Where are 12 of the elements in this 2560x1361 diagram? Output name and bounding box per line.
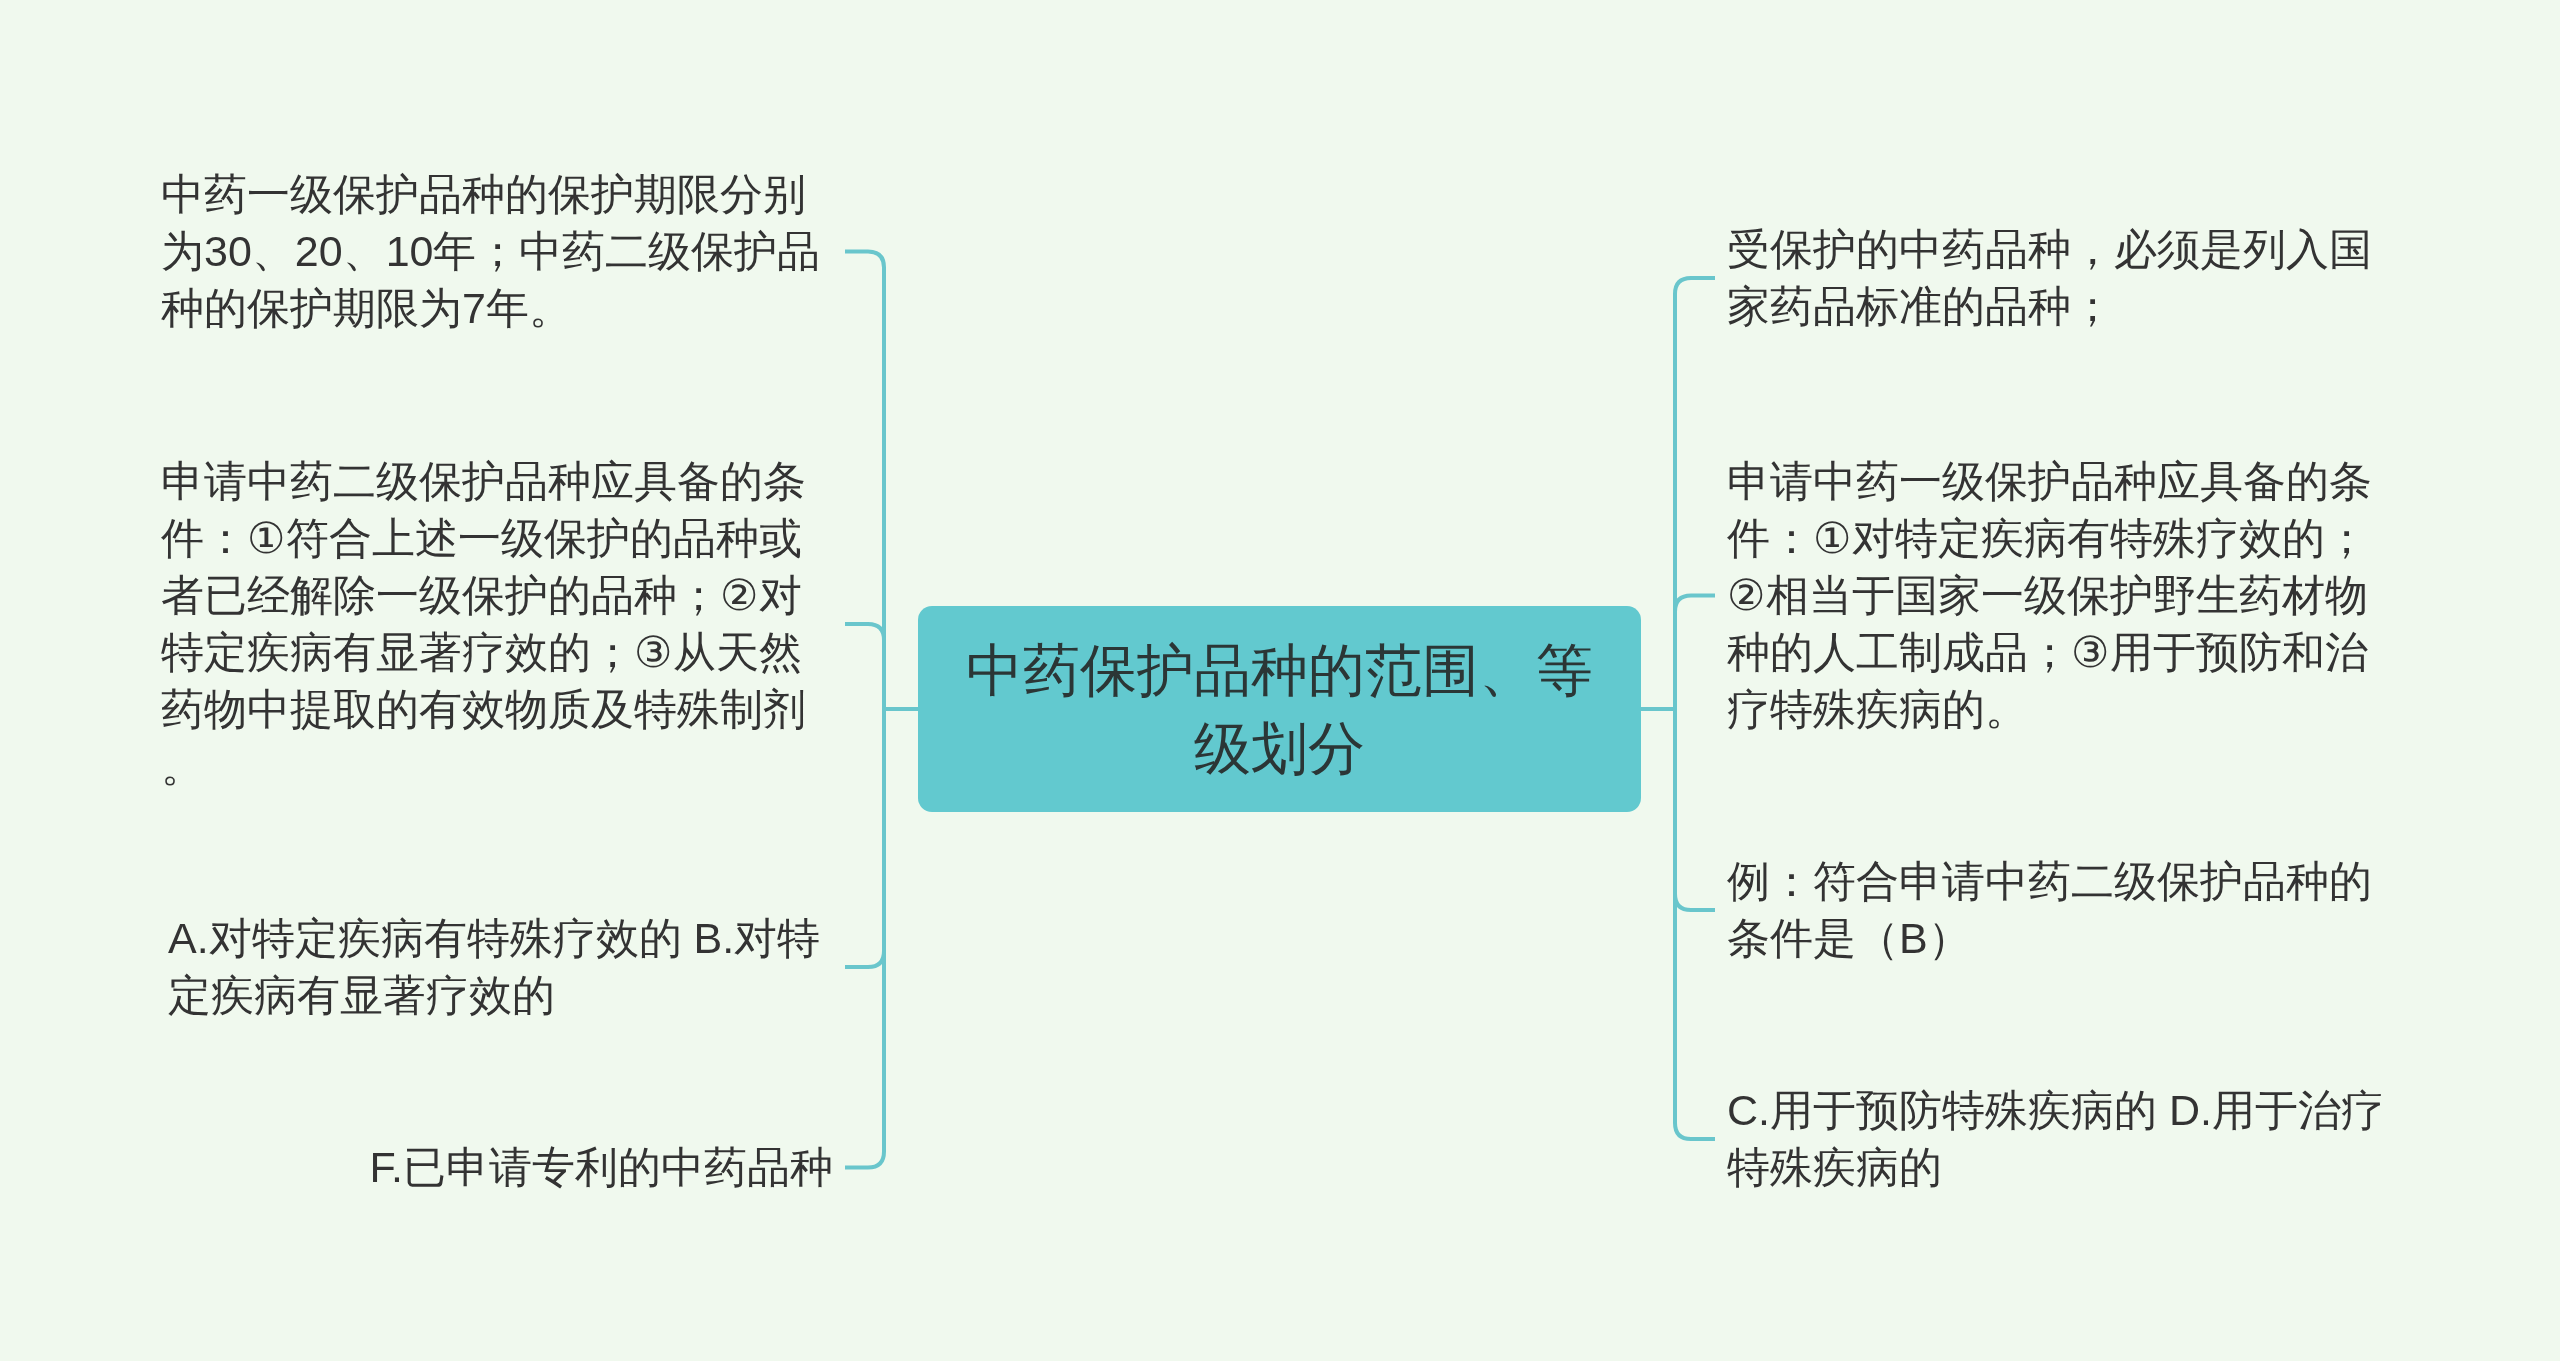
- topic-text: A.对特定疾病有特殊疗效的 B.对特定疾病有显著疗效的: [168, 913, 822, 1021]
- topic-text: F.已申请专利的中药品种: [369, 1142, 833, 1193]
- branch-connector: [845, 707, 918, 1170]
- central-topic-box: [918, 606, 1641, 812]
- topic-text: 中药一级保护品种的保护期限分别为30、20、10年；中药二级保护品种的保护期限为7年。: [161, 169, 822, 334]
- topic-text: 例：符合申请中药二级保护品种的条件是（B）: [1727, 856, 2373, 964]
- topic-text: 申请中药一级保护品种应具备的条件：①对特定疾病有特殊疗效的；②相当于国家一级保护野生药材物种的人工制成品；③用于预防和治疗特殊疾病的。: [1727, 456, 2373, 735]
- central-topic-text: 中药保护品种的范围、等级划分: [965, 637, 1594, 782]
- topic-text: 申请中药二级保护品种应具备的条件：①符合上述一级保护的品种或者已经解除一级保护的品种；②对特定疾病有显著疗效的；③从天然药物中提取的有效物质及特殊制剂。: [161, 456, 807, 792]
- branch-connector: [1641, 707, 1715, 1141]
- topic-text: C.用于预防特殊疾病的 D.用于治疗特殊疾病的: [1727, 1085, 2385, 1193]
- topic-text: 受保护的中药品种，必须是列入国家药品标准的品种；: [1727, 224, 2373, 332]
